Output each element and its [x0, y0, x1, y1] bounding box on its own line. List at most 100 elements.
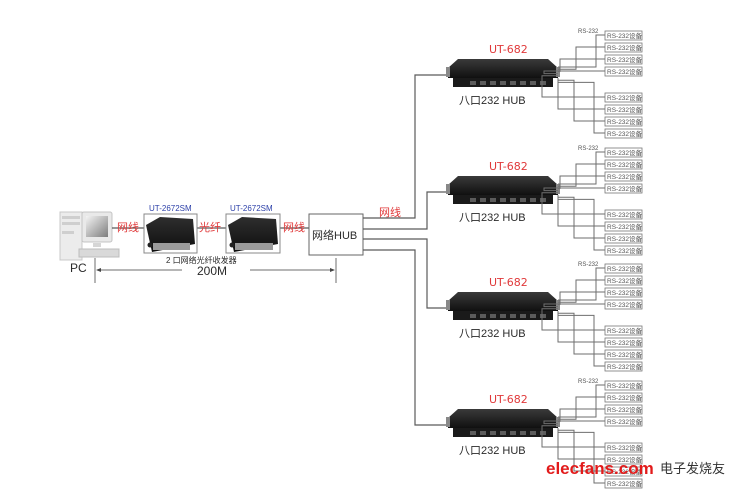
rs232-device-label: RS-232设备: [607, 338, 643, 347]
watermark-brand: elecfans.com: [546, 459, 654, 478]
rs232-device: RS-232设备: [604, 128, 643, 139]
serial-wire: [543, 303, 605, 308]
rs232-device-label: RS-232设备: [607, 405, 643, 414]
link-label-pc-converter: 网线: [117, 220, 139, 234]
hub-caption: 八口232 HUB: [459, 445, 526, 457]
serial-wire: [543, 187, 605, 192]
rs232-device-label: RS-232设备: [607, 31, 643, 40]
fiber-converter-1: UT-2672SM: [143, 204, 198, 254]
rs232-device: RS-232设备: [604, 104, 643, 115]
serial-wire: [558, 46, 605, 70]
rs232-device: RS-232设备: [604, 116, 643, 127]
rs232-device-label: RS-232设备: [607, 362, 643, 371]
rs232-device-label: RS-232设备: [607, 172, 643, 181]
rs232-port-label: RS-232: [578, 379, 599, 385]
rs232-device-label: RS-232设备: [607, 93, 643, 102]
trunk-wire: [363, 238, 448, 309]
rs232-device-label: RS-232设备: [607, 300, 643, 309]
rs232-device-label: RS-232设备: [607, 160, 643, 169]
trunk-wire: [363, 191, 448, 230]
rs232-device: RS-232设备: [604, 287, 643, 298]
rs232-device-label: RS-232设备: [607, 467, 643, 476]
serial-wire: [543, 70, 605, 75]
pc-label: PC: [70, 261, 87, 275]
serial-wire: [558, 384, 605, 418]
hub-caption: 八口232 HUB: [459, 328, 526, 340]
hub-caption: 八口232 HUB: [459, 95, 526, 107]
rack-hub-device: [446, 409, 560, 437]
rs232-device-label: RS-232设备: [607, 55, 643, 64]
trunk-wire: [363, 249, 448, 426]
rack-hub-device: [446, 176, 560, 204]
rs232-device-label: RS-232设备: [607, 117, 643, 126]
distance-dimension: 200M: [94, 258, 337, 283]
rs232-device: RS-232设备: [604, 466, 643, 477]
rs232-device: RS-232设备: [604, 416, 643, 427]
serial-wire: [558, 198, 605, 251]
serial-wire: [558, 431, 605, 484]
serial-wire: [557, 428, 605, 460]
serial-wire: [557, 195, 605, 227]
rs232-device-label: RS-232设备: [607, 43, 643, 52]
rs232-device-label: RS-232设备: [607, 288, 643, 297]
serial-wire: [558, 267, 605, 301]
hub-model-label: UT-682: [489, 43, 528, 56]
rs232-device: RS-232设备: [604, 349, 643, 360]
fiber-converter-2: UT-2672SM: [225, 204, 281, 254]
rs232-device: RS-232设备: [604, 478, 643, 489]
rs232-device: RS-232设备: [604, 221, 643, 232]
pc-computer: PC: [59, 211, 120, 275]
link-label-hub-out: 网线: [379, 205, 401, 219]
rs232-device-label: RS-232设备: [607, 455, 643, 464]
rs232-device: RS-232设备: [604, 337, 643, 348]
hub-model-label: UT-682: [489, 393, 528, 406]
hub-model-label: UT-682: [489, 276, 528, 289]
rs232-device-label: RS-232设备: [607, 443, 643, 452]
rs232-device-label: RS-232设备: [607, 350, 643, 359]
rs232-device: RS-232设备: [604, 92, 643, 103]
rs232-device: RS-232设备: [604, 147, 643, 158]
rs232-device-label: RS-232设备: [607, 129, 643, 138]
trunk-wire: [363, 74, 448, 219]
rack-hub-device: [446, 292, 560, 320]
rs232-device: RS-232设备: [604, 404, 643, 415]
rs232-device-label: RS-232设备: [607, 381, 643, 390]
rs232-device: RS-232设备: [604, 66, 643, 77]
rs232-device-label: RS-232设备: [607, 479, 643, 488]
rs232-device: RS-232设备: [604, 42, 643, 53]
rs232-device-label: RS-232设备: [607, 264, 643, 273]
hub-model-label: UT-682: [489, 160, 528, 173]
rs232-device: RS-232设备: [604, 171, 643, 182]
rs232-device-label: RS-232设备: [607, 210, 643, 219]
serial-wire: [558, 34, 605, 68]
serial-wire: [558, 314, 605, 367]
rs232-port-label: RS-232: [578, 29, 599, 35]
serial-wire: [558, 396, 605, 420]
rs232-device: RS-232设备: [604, 380, 643, 391]
rs232-device-label: RS-232设备: [607, 234, 643, 243]
rs232-device: RS-232设备: [604, 454, 643, 465]
rs232-device: RS-232设备: [604, 299, 643, 310]
converter-model-label: UT-2672SM: [149, 204, 192, 213]
rs232-device: RS-232设备: [604, 392, 643, 403]
rack-hub-device: [446, 59, 560, 87]
network-hub-label: 网络HUB: [312, 228, 357, 242]
rs232-device-label: RS-232设备: [607, 184, 643, 193]
hub-caption: 八口232 HUB: [459, 212, 526, 224]
rs232-device-label: RS-232设备: [607, 417, 643, 426]
rs232-device: RS-232设备: [604, 442, 643, 453]
rs232-device: RS-232设备: [604, 245, 643, 256]
rs232-device-label: RS-232设备: [607, 393, 643, 402]
rs232-device-label: RS-232设备: [607, 148, 643, 157]
watermark: elecfans.com 电子发烧友: [546, 459, 725, 478]
rs232-device-label: RS-232设备: [607, 276, 643, 285]
hub-trunk-wires: [363, 74, 448, 426]
rs232-device-label: RS-232设备: [607, 67, 643, 76]
rs232-port-label: RS-232: [578, 262, 599, 268]
serial-wire: [558, 163, 605, 187]
pc-keyboard: [78, 248, 120, 258]
rs232-device: RS-232设备: [604, 325, 643, 336]
